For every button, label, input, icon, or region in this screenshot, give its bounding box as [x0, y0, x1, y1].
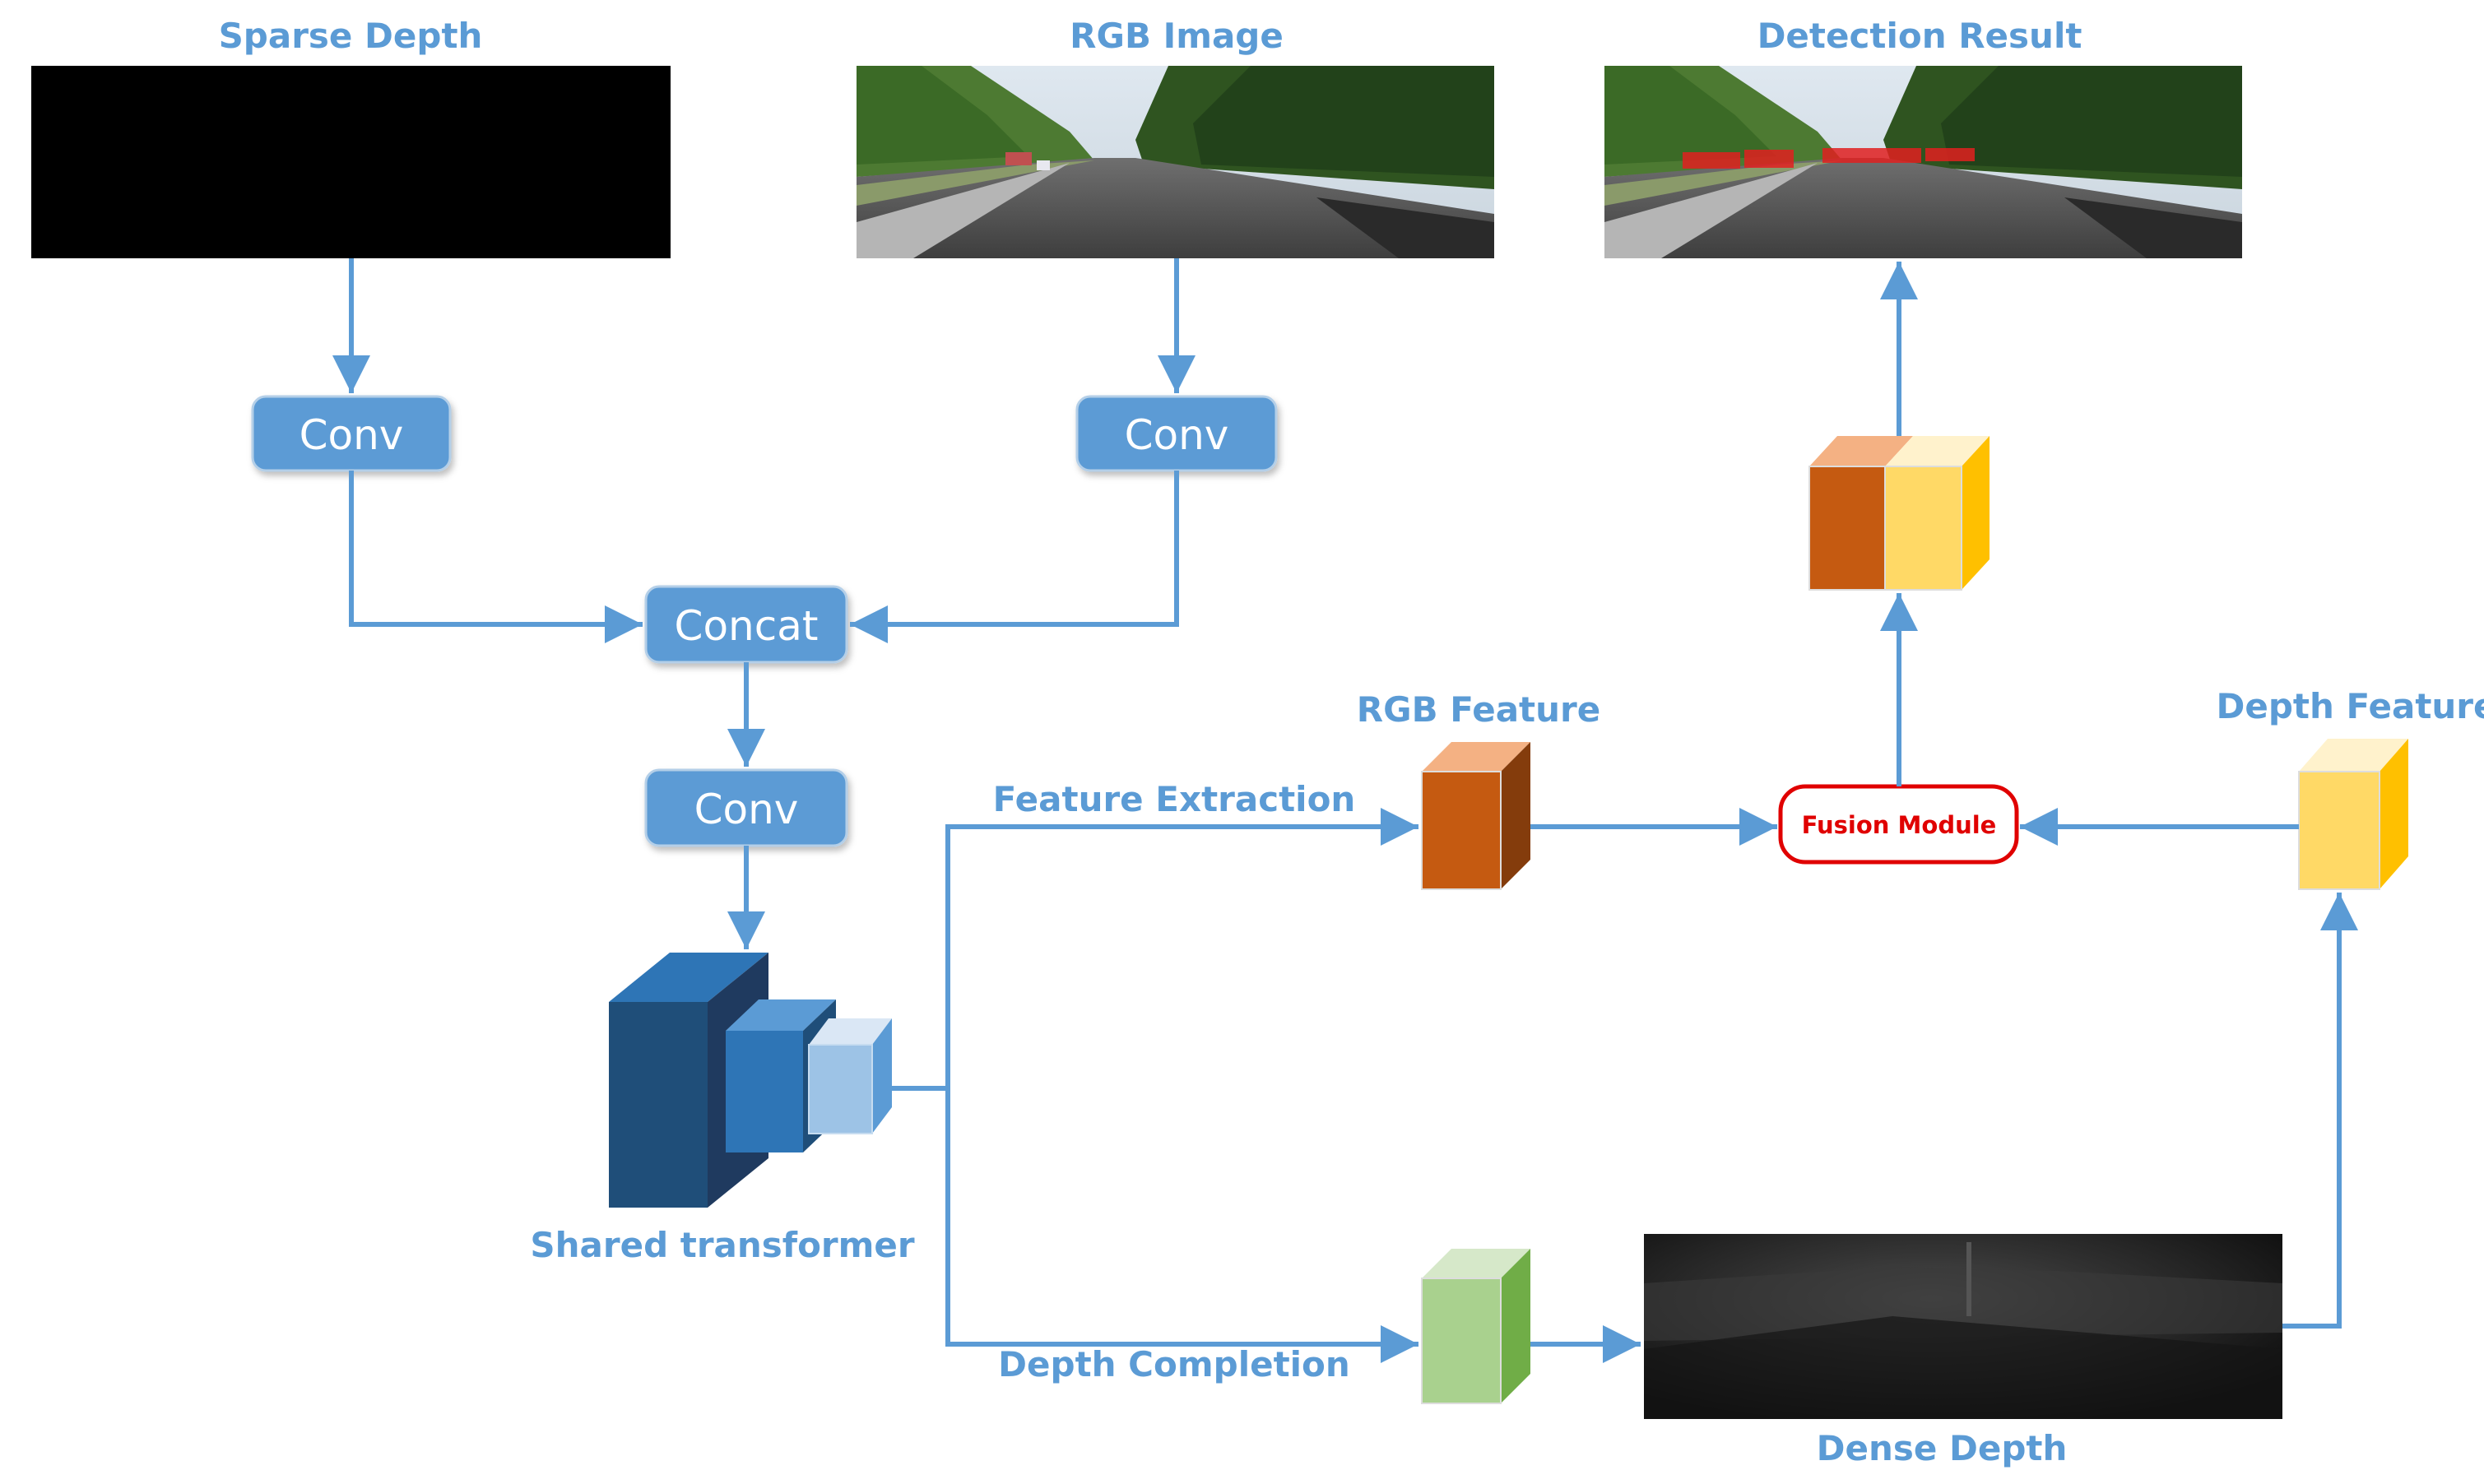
arrow-dense-to-depth-feature — [2282, 893, 2358, 1329]
shared-transformer-cubes — [609, 953, 892, 1208]
dense-depth-image — [1644, 1234, 2282, 1419]
detection-result-image — [1604, 66, 2242, 258]
sparse-depth-image — [31, 66, 671, 258]
fusion-module-label: Fusion Module — [1802, 811, 1997, 839]
fused-feature-cube — [1808, 436, 1990, 591]
rgb-image-label: RGB Image — [1070, 16, 1284, 56]
arrow-depth-completion — [945, 1088, 1418, 1363]
rgb-image — [857, 66, 1494, 258]
depth-feature-label: Depth Feature — [2216, 686, 2484, 726]
detection-result-label: Detection Result — [1757, 16, 2082, 56]
arrow-conv-rgb-to-concat — [850, 471, 1179, 643]
concat-label: Concat — [675, 602, 819, 650]
dense-depth-label: Dense Depth — [1817, 1428, 2068, 1468]
depth-completion-label: Depth Completion — [998, 1344, 1350, 1384]
arrow-feature-extraction — [945, 808, 1418, 1088]
depth-completion-cube — [1421, 1249, 1530, 1404]
conv-shared-label: Conv — [694, 786, 799, 833]
rgb-feature-cube — [1421, 742, 1530, 890]
conv-sparse-label: Conv — [299, 411, 404, 459]
feature-extraction-label: Feature Extraction — [993, 779, 1356, 819]
sparse-depth-label: Sparse Depth — [219, 16, 483, 56]
shared-transformer-label: Shared transformer — [530, 1225, 914, 1265]
rgb-feature-label: RGB Feature — [1357, 689, 1600, 730]
depth-feature-cube — [2298, 739, 2408, 890]
conv-rgb-label: Conv — [1125, 411, 1229, 459]
arrow-conv-sparse-to-concat — [349, 471, 643, 643]
